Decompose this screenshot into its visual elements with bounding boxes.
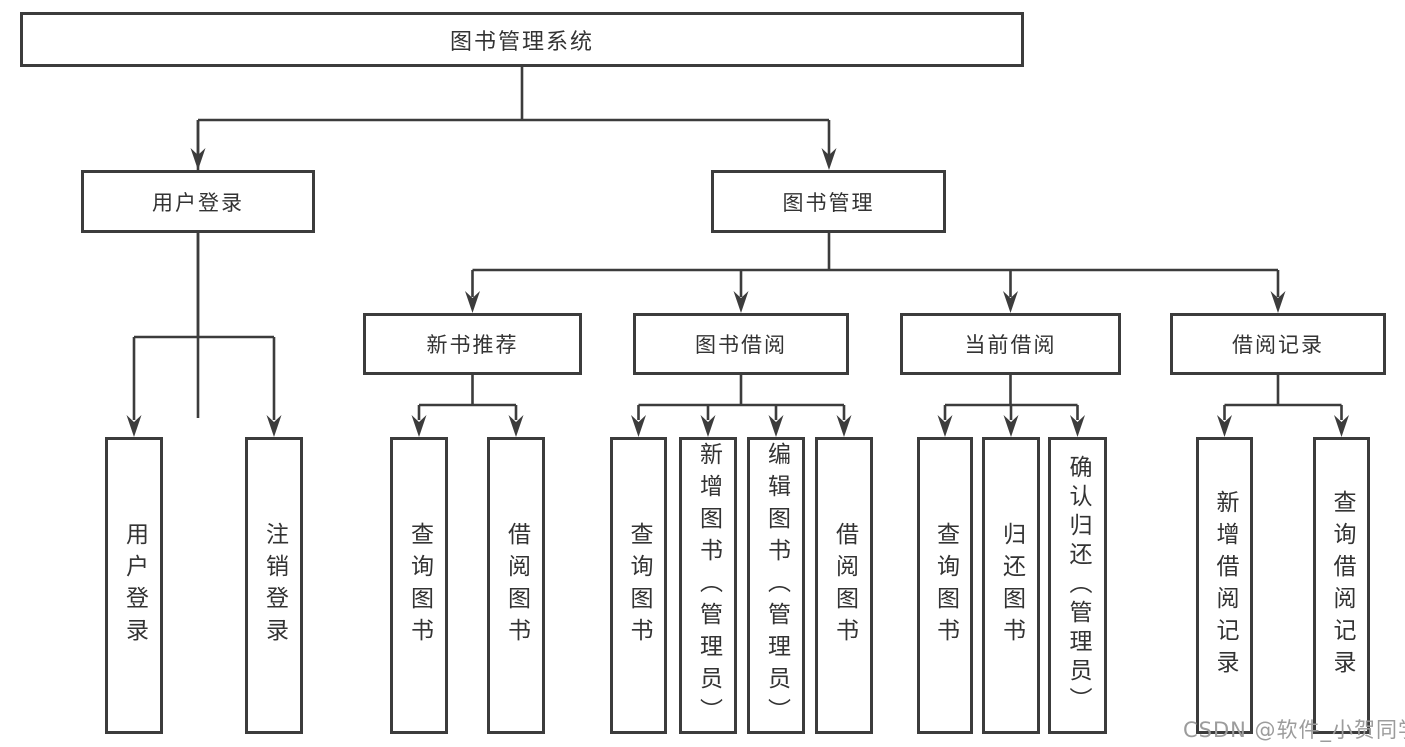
node-label: 归还图书 — [998, 521, 1025, 650]
arrowhead — [1270, 291, 1286, 313]
leaf-edit-books-admin: 编辑图书（管理员） — [747, 437, 805, 734]
node-current-borrowing: 当前借阅 — [900, 313, 1121, 375]
leaf-return-books: 归还图书 — [982, 437, 1040, 734]
arrowhead — [733, 291, 749, 313]
node-book-management-branch: 图书管理 — [711, 170, 946, 233]
arrowhead — [126, 415, 142, 437]
arrowhead — [465, 291, 480, 313]
node-label: 新增图书（管理员） — [695, 441, 722, 730]
node-label: 图书管理系统 — [449, 29, 594, 55]
arrowhead — [266, 415, 282, 437]
leaf-logout: 注销登录 — [245, 437, 303, 734]
arrowhead — [190, 148, 206, 170]
connector — [417, 375, 518, 420]
arrowhead — [1334, 415, 1349, 437]
arrowhead — [631, 415, 646, 437]
leaf-query-books-borrow: 查询图书 — [610, 437, 667, 734]
arrowhead — [1003, 415, 1019, 437]
node-label: 图书管理 — [782, 190, 875, 215]
node-label: 新增借阅记录 — [1212, 489, 1238, 682]
node-label: 新书推荐 — [426, 333, 519, 357]
node-label: 当前借阅 — [964, 333, 1057, 357]
node-label: 借阅图书 — [831, 521, 858, 650]
node-label: 查询图书 — [626, 521, 652, 650]
connector — [943, 375, 1079, 420]
arrowhead — [821, 148, 837, 170]
leaf-add-borrow-record: 新增借阅记录 — [1196, 437, 1253, 734]
node-user-login-branch: 用户登录 — [81, 170, 315, 233]
csdn-watermark: CSDN @软件_小贺同学 — [1183, 718, 1405, 742]
arrowhead — [937, 415, 953, 437]
node-new-book-recommendation: 新书推荐 — [363, 313, 582, 375]
leaf-borrow-books: 借阅图书 — [815, 437, 873, 734]
node-book-borrowing: 图书借阅 — [633, 313, 849, 375]
node-label: 图书借阅 — [695, 333, 787, 357]
node-label: 用户登录 — [121, 521, 148, 650]
connector — [132, 233, 276, 420]
node-label: 注销登录 — [261, 521, 288, 650]
node-label: 确认归还（管理员） — [1065, 455, 1091, 716]
arrowhead — [411, 415, 427, 437]
arrowhead — [1217, 415, 1232, 437]
arrowhead — [1070, 415, 1085, 437]
connector — [471, 233, 1280, 297]
node-label: 借阅记录 — [1232, 333, 1324, 357]
arrowhead — [836, 415, 852, 437]
leaf-query-borrow-record: 查询借阅记录 — [1313, 437, 1370, 734]
node-borrowing-records: 借阅记录 — [1170, 313, 1386, 375]
node-label: 查询图书 — [406, 521, 433, 650]
leaf-user-login: 用户登录 — [105, 437, 163, 734]
leaf-query-books-recommend: 查询图书 — [390, 437, 448, 734]
leaf-add-books-admin: 新增图书（管理员） — [679, 437, 737, 734]
node-label: 用户登录 — [152, 190, 244, 215]
node-library-management-system: 图书管理系统 — [20, 12, 1024, 67]
connector — [1223, 375, 1343, 420]
node-label: 编辑图书（管理员） — [763, 441, 790, 730]
arrowhead — [768, 415, 784, 437]
leaf-borrow-books-recommend: 借阅图书 — [487, 437, 545, 734]
leaf-confirm-return-admin: 确认归还（管理员） — [1048, 437, 1107, 734]
arrowhead — [508, 415, 524, 437]
leaf-query-books-current: 查询图书 — [917, 437, 973, 734]
node-label: 查询图书 — [932, 521, 959, 650]
node-label: 借阅图书 — [503, 521, 530, 650]
node-label: 查询借阅记录 — [1329, 489, 1355, 682]
arrowhead — [700, 415, 716, 437]
connector — [637, 375, 846, 420]
arrowhead — [1003, 291, 1018, 313]
